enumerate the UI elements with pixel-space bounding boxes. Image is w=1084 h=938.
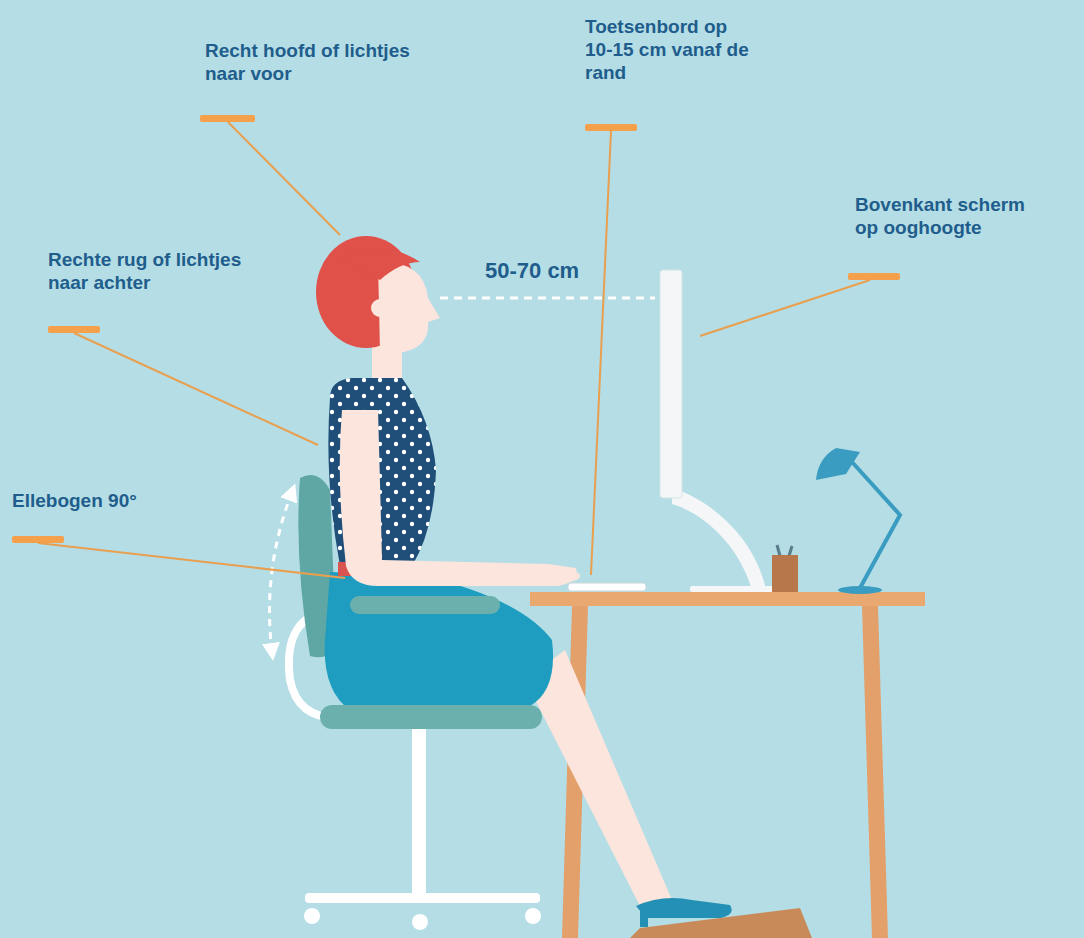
label-anchor: Rechte rug of lichtjes naar achter [46,249,281,295]
label-anchor: Ellebogen 90° [10,490,210,513]
monitor [660,270,785,592]
callout-label: Toetsenbord op 10-15 cm vanaf de rand [583,16,751,83]
distance-line [440,297,655,300]
woman [316,236,732,927]
dimension-label: 50-70 cm [483,258,581,283]
leader-lines [38,122,870,578]
callout-label: Rechte rug of lichtjes naar achter [46,249,243,293]
label-anchor: 50-70 cm [483,258,633,284]
callout-label: Ellebogen 90° [10,490,139,511]
callout-label: Bovenkant scherm op ooghoogte [853,194,1027,238]
desk-lamp [816,448,900,594]
label-anchor: Recht hoofd of lichtjes naar voor [203,40,428,86]
label-anchor: Bovenkant scherm op ooghoogte [853,194,1048,240]
callout-label: Recht hoofd of lichtjes naar voor [203,40,412,84]
pencil-cup [772,545,798,592]
keyboard [568,583,646,591]
label-anchor: Toetsenbord op 10-15 cm vanaf de rand [583,16,758,84]
callout-bars [12,115,900,543]
